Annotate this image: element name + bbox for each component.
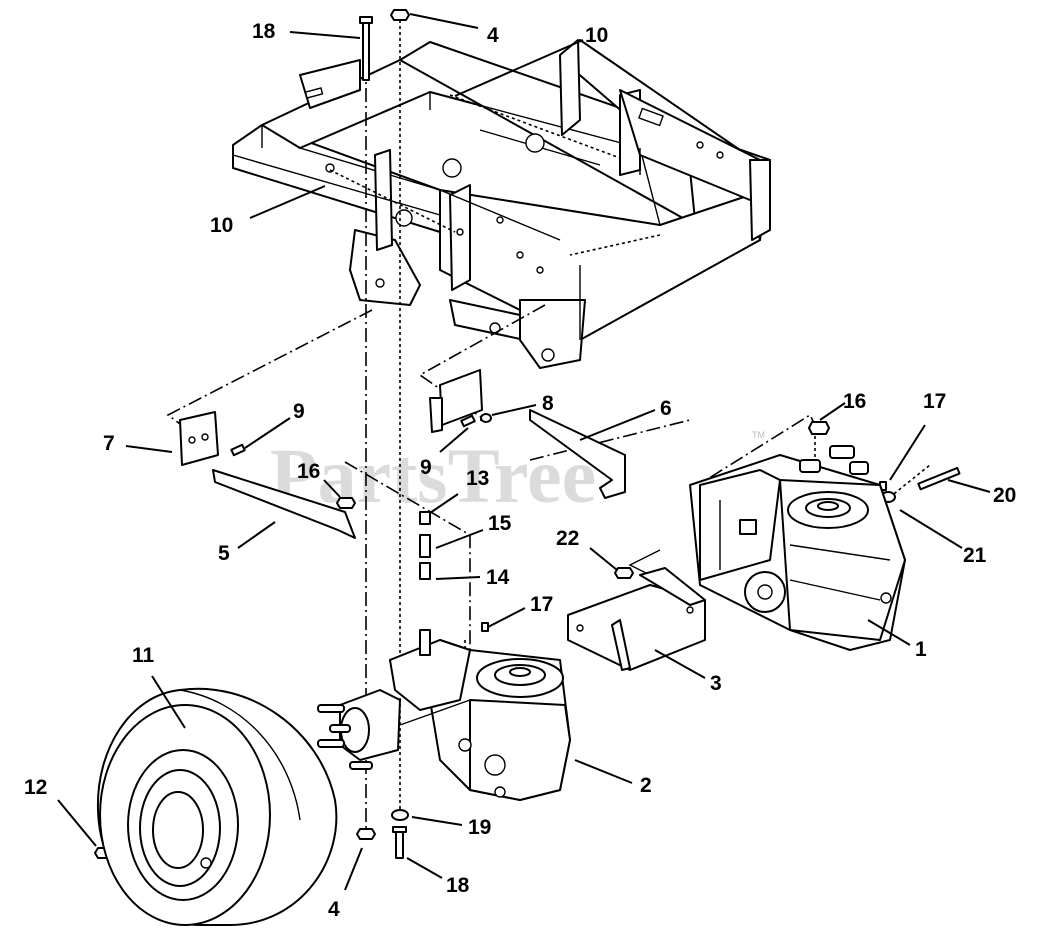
callout-5: 5 bbox=[218, 542, 230, 565]
callout-22: 22 bbox=[556, 527, 579, 550]
callout-3: 3 bbox=[710, 672, 722, 695]
brackets bbox=[179, 369, 706, 671]
callout-14: 14 bbox=[486, 566, 510, 589]
callout-9-center: 9 bbox=[420, 456, 432, 479]
callout-12: 12 bbox=[24, 776, 47, 799]
callout-21: 21 bbox=[963, 544, 987, 567]
callout-19: 19 bbox=[468, 816, 491, 839]
callout-18-bottom: 18 bbox=[446, 874, 470, 897]
transmission-right bbox=[689, 445, 906, 651]
watermark-trademark: TM bbox=[752, 430, 765, 440]
callout-16-left: 16 bbox=[297, 460, 320, 483]
callout-16-right: 16 bbox=[843, 390, 866, 413]
callout-4-bottom: 4 bbox=[328, 898, 340, 921]
callout-18-top: 18 bbox=[252, 20, 276, 43]
leader-lines bbox=[57, 13, 991, 891]
callout-6: 6 bbox=[660, 397, 672, 420]
transmission-left bbox=[317, 629, 571, 801]
callout-1: 1 bbox=[915, 638, 927, 661]
callout-2: 2 bbox=[640, 774, 652, 797]
callout-20: 20 bbox=[993, 484, 1016, 507]
callout-10-left: 10 bbox=[210, 214, 233, 237]
frame-assembly bbox=[232, 39, 771, 369]
callout-17-left: 17 bbox=[530, 593, 553, 616]
callout-15: 15 bbox=[488, 512, 512, 535]
callout-9-left: 9 bbox=[293, 400, 305, 423]
callout-7: 7 bbox=[103, 432, 115, 455]
wheel-assembly bbox=[96, 687, 338, 926]
callout-4-top: 4 bbox=[487, 24, 499, 47]
callout-10-top: 10 bbox=[585, 24, 608, 47]
callout-11: 11 bbox=[132, 644, 155, 667]
callout-labels: 18 4 10 10 9 7 8 6 16 17 20 16 9 13 15 5… bbox=[24, 20, 1016, 921]
callout-13: 13 bbox=[466, 467, 489, 490]
callout-8: 8 bbox=[542, 392, 554, 415]
callout-17-right: 17 bbox=[923, 390, 946, 413]
